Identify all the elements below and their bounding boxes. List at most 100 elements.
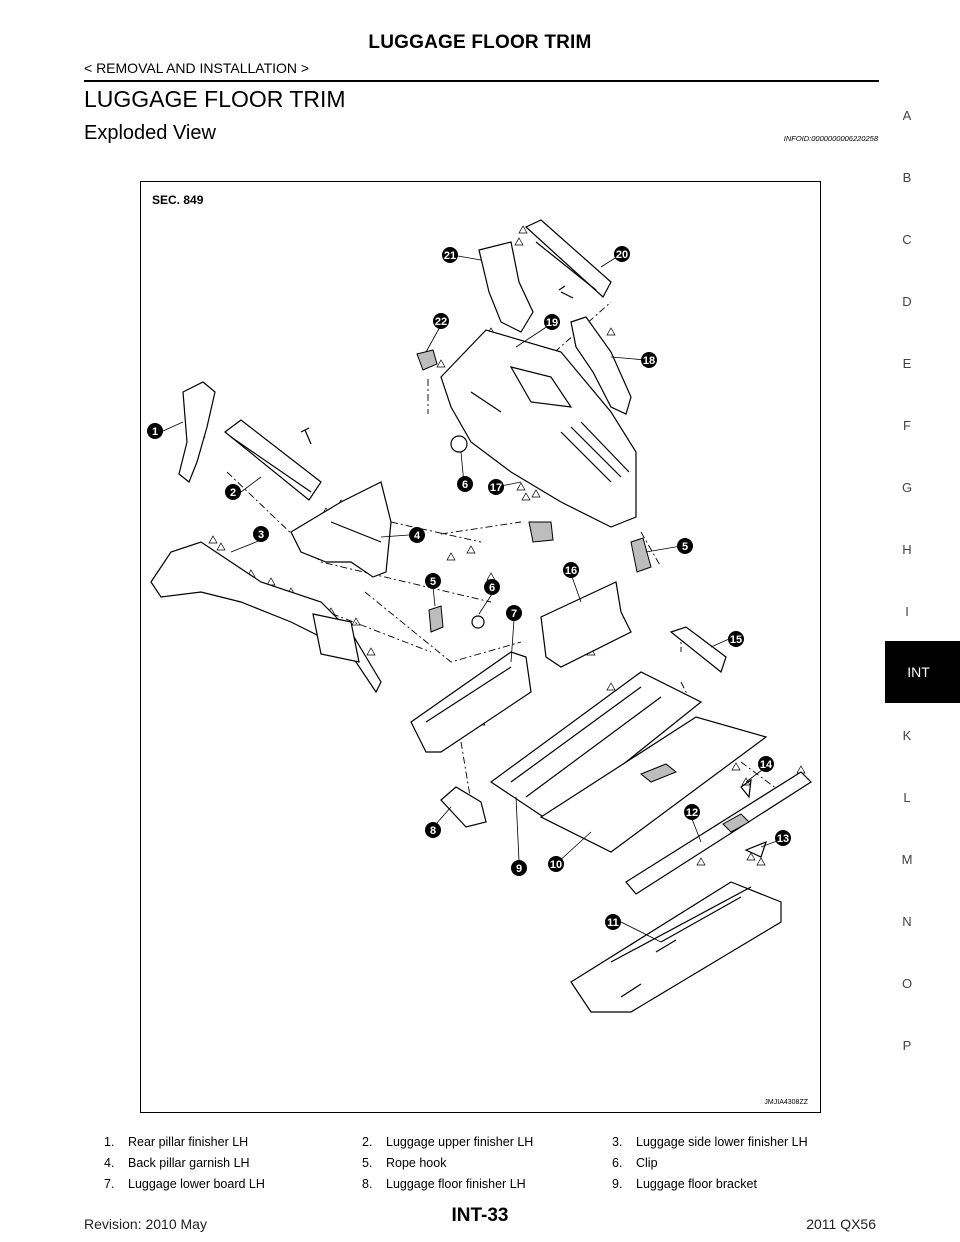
side-index-letter[interactable]: F xyxy=(903,418,911,433)
legend-item: 1.Rear pillar finisher LH xyxy=(104,1135,248,1149)
legend-item: 7.Luggage lower board LH xyxy=(104,1177,265,1191)
svg-text:6: 6 xyxy=(462,479,468,491)
side-index-letter[interactable]: B xyxy=(902,170,912,185)
model-name: 2011 QX56 xyxy=(806,1216,876,1232)
sec-label: SEC. 849 xyxy=(152,193,204,207)
fastener-marker-icon xyxy=(756,857,766,866)
callout-3: 3 xyxy=(253,526,269,542)
side-index-letter[interactable]: E xyxy=(902,356,912,371)
svg-text:21: 21 xyxy=(444,250,456,262)
fastener-marker-icon xyxy=(606,327,616,336)
part-1-drawing xyxy=(178,381,216,483)
fastener-marker-icon xyxy=(516,482,526,491)
exploded-view-figure: SEC. 849 xyxy=(140,181,821,1113)
side-index-letter[interactable]: C xyxy=(902,232,912,247)
side-index-letter[interactable]: M xyxy=(901,852,913,867)
fastener-marker-icon xyxy=(351,617,361,626)
svg-text:4: 4 xyxy=(414,530,421,542)
legend-item: 8. Luggage floor finisher LH xyxy=(362,1177,526,1191)
side-index-active-tab[interactable]: INT xyxy=(885,641,960,703)
part-22-drawing xyxy=(416,349,438,371)
svg-text:8: 8 xyxy=(430,825,436,837)
part-16-drawing xyxy=(540,581,632,668)
callout-16: 16 xyxy=(563,562,579,578)
legend-label: Luggage lower board LH xyxy=(128,1177,265,1191)
part-18-drawing xyxy=(570,316,632,415)
fastener-marker-icon xyxy=(216,542,226,551)
fastener-marker-icon xyxy=(531,489,541,498)
legend-label: Back pillar garnish LH xyxy=(128,1156,250,1170)
callout-13: 13 xyxy=(775,830,791,846)
callout-2: 2 xyxy=(225,484,241,500)
part-19-drawing xyxy=(440,329,637,528)
legend-num: 9. xyxy=(612,1177,623,1191)
side-index-letter[interactable]: H xyxy=(902,542,912,557)
side-index-letter[interactable]: I xyxy=(905,604,909,619)
callout-11: 11 xyxy=(605,914,621,930)
part-6-clip-drawing xyxy=(471,615,485,629)
legend-row: 7.Luggage lower board LH 8. Luggage floor… xyxy=(104,1177,864,1198)
part-2-drawing xyxy=(224,419,322,501)
side-index-letter[interactable]: N xyxy=(902,914,912,929)
fastener-marker-icon xyxy=(366,647,376,656)
legend-num: 3. xyxy=(612,1135,623,1149)
callout-7: 7 xyxy=(506,605,522,621)
side-index-letter[interactable]: G xyxy=(901,480,913,495)
side-index-letter[interactable]: D xyxy=(902,294,912,309)
svg-text:3: 3 xyxy=(258,529,264,541)
callout-5: 5 xyxy=(425,573,441,589)
breadcrumb[interactable]: < REMOVAL AND INSTALLATION > xyxy=(84,60,310,76)
callout-6: 6 xyxy=(484,579,500,595)
side-index-letter[interactable]: O xyxy=(901,976,913,991)
callout-4: 4 xyxy=(409,527,425,543)
legend-label: Rope hook xyxy=(386,1156,447,1170)
svg-text:10: 10 xyxy=(550,859,562,871)
callout-19: 19 xyxy=(544,314,560,330)
callout-20: 20 xyxy=(614,246,630,262)
part-11-drawing xyxy=(570,881,782,1013)
legend-item: 4.Back pillar garnish LH xyxy=(104,1156,250,1170)
legend-item: 3.Luggage side lower finisher LH xyxy=(612,1135,808,1149)
parts-legend: 1.Rear pillar finisher LH 2.Luggage uppe… xyxy=(104,1135,864,1198)
part-14-drawing xyxy=(740,778,752,799)
fastener-marker-icon xyxy=(208,535,218,544)
svg-text:16: 16 xyxy=(565,565,577,577)
svg-text:6: 6 xyxy=(489,582,495,594)
part-20-drawing xyxy=(524,219,612,298)
callout-12: 12 xyxy=(684,804,700,820)
svg-text:14: 14 xyxy=(760,759,773,771)
legend-row: 1.Rear pillar finisher LH 2.Luggage uppe… xyxy=(104,1135,864,1156)
callout-8: 8 xyxy=(425,822,441,838)
callout-10: 10 xyxy=(548,856,564,872)
legend-label: Rear pillar finisher LH xyxy=(128,1135,249,1149)
header-divider xyxy=(84,80,879,82)
part-10-drawing xyxy=(539,716,768,853)
legend-item: 2.Luggage upper finisher LH xyxy=(362,1135,533,1149)
part-5-rope-hook-drawing xyxy=(528,521,554,543)
legend-label: Clip xyxy=(636,1156,658,1170)
svg-text:5: 5 xyxy=(682,541,688,553)
svg-text:11: 11 xyxy=(607,917,619,929)
side-index-letter[interactable]: K xyxy=(902,728,912,743)
svg-text:7: 7 xyxy=(511,608,517,620)
legend-num: 8. xyxy=(362,1177,373,1191)
fastener-marker-icon xyxy=(696,857,706,866)
legend-num: 5. xyxy=(362,1156,373,1170)
part-15-drawing xyxy=(669,626,727,674)
svg-text:20: 20 xyxy=(616,249,628,261)
side-index-letter[interactable]: P xyxy=(902,1038,912,1053)
side-index-letter[interactable]: L xyxy=(903,790,911,805)
svg-text:5: 5 xyxy=(430,576,436,588)
part-5-rope-hook-drawing xyxy=(428,605,444,633)
callout-15: 15 xyxy=(728,631,744,647)
fastener-marker-icon xyxy=(518,225,528,234)
info-id: INFOID:0000000006220258 xyxy=(783,134,878,143)
legend-label: Luggage floor finisher LH xyxy=(386,1177,526,1191)
section-title: LUGGAGE FLOOR TRIM xyxy=(84,86,346,112)
legend-item: 6.Clip xyxy=(612,1156,658,1170)
side-index-letter[interactable]: A xyxy=(902,108,912,123)
legend-item: 9.Luggage floor bracket xyxy=(612,1177,757,1191)
svg-text:9: 9 xyxy=(516,863,522,875)
page-number: INT-33 xyxy=(451,1205,509,1226)
callout-14: 14 xyxy=(758,756,774,772)
